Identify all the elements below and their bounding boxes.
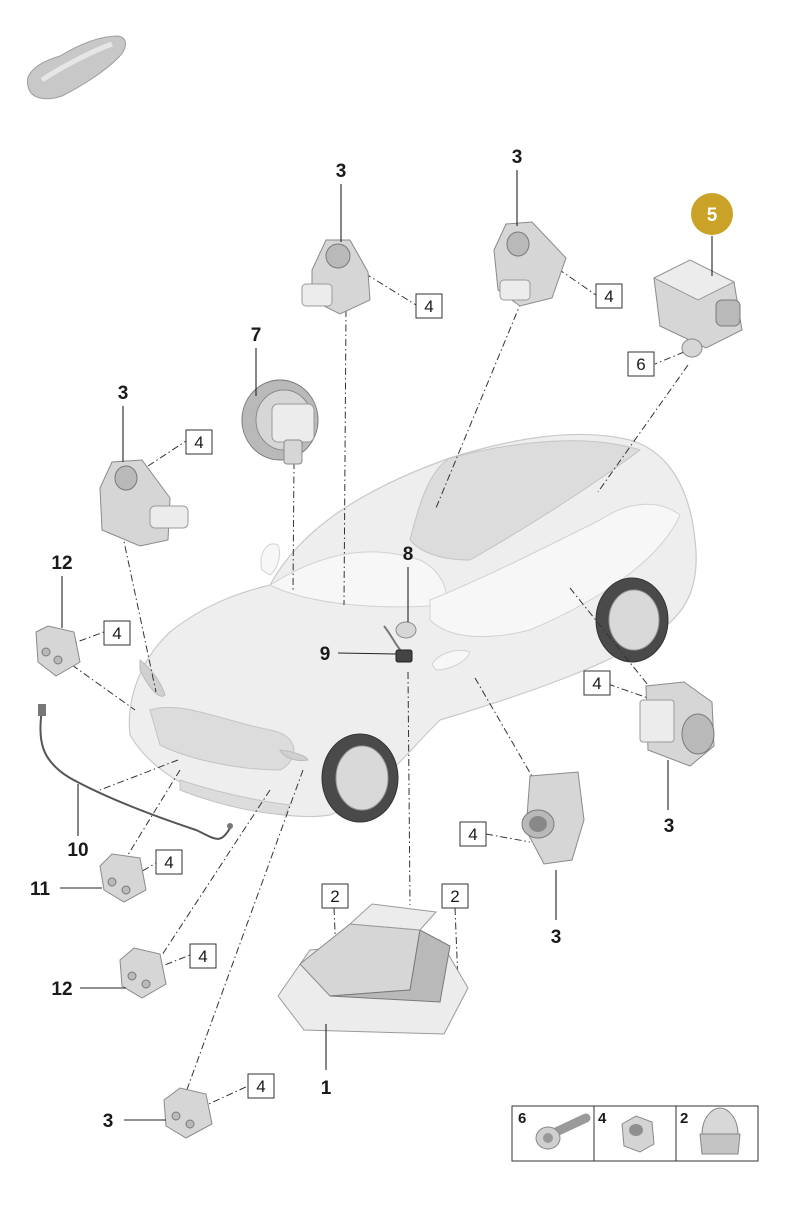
solid-leader-lines: [60, 170, 713, 1121]
callout-3-top-right: 3: [512, 147, 523, 168]
callout-3-bottom-left: 3: [103, 1111, 114, 1132]
cap-nut-icon: [699, 1107, 741, 1155]
callout-8: 8: [403, 544, 414, 565]
legend-number: 4: [598, 1110, 607, 1127]
sensor-illustration-top-right: [493, 221, 567, 307]
sensor-illustration-left: [99, 459, 189, 547]
sensor-illustration-top-center: [301, 239, 371, 315]
legend-number: 6: [518, 1110, 526, 1127]
boxed-label: 6: [627, 351, 655, 377]
sensor-illustration-12-upper: [35, 625, 81, 677]
hex-nut-icon: [621, 1115, 655, 1153]
callout-10: 10: [67, 840, 88, 861]
sensor-illustration-11: [99, 853, 147, 903]
boxed-label: 4: [583, 670, 611, 696]
boxed-label: 4: [459, 821, 487, 847]
svg-text:4: 4: [112, 624, 121, 643]
callout-3-right-lower: 3: [551, 927, 562, 948]
bolt-icon: [535, 1113, 591, 1150]
svg-text:2: 2: [330, 887, 339, 906]
callout-3-top-center: 3: [336, 161, 347, 182]
boxed-label: 4: [185, 429, 213, 455]
svg-text:6: 6: [636, 355, 645, 374]
svg-text:4: 4: [468, 825, 477, 844]
callout-12-lower: 12: [51, 979, 72, 1000]
boxed-label: 4: [103, 620, 131, 646]
control-unit-illustration: [277, 903, 469, 1035]
svg-text:2: 2: [450, 887, 459, 906]
boxed-label: 4: [155, 849, 183, 875]
sensor-illustration-right-lower: [521, 771, 585, 865]
svg-text:4: 4: [604, 287, 613, 306]
part-8-9-illustration: [383, 621, 417, 663]
callout-7: 7: [251, 325, 262, 346]
boxed-label: 4: [189, 943, 217, 969]
badge-5: 5: [691, 193, 733, 235]
boxed-label: 4: [415, 293, 443, 319]
boxed-labels: 4 4 6 4 4 4 4 4: [103, 283, 655, 1099]
callout-3-left: 3: [118, 383, 129, 404]
vehicle-thumbnail-icon: [26, 35, 126, 100]
badge-5-label: 5: [707, 205, 718, 226]
callout-9: 9: [320, 644, 331, 665]
part-7-illustration: [241, 379, 319, 465]
svg-text:4: 4: [198, 947, 207, 966]
boxed-label: 4: [247, 1073, 275, 1099]
svg-text:4: 4: [592, 674, 601, 693]
callout-11: 11: [30, 879, 51, 900]
boxed-label: 2: [441, 883, 469, 909]
boxed-label: 4: [595, 283, 623, 309]
callout-1: 1: [321, 1078, 332, 1099]
boxed-label: 2: [321, 883, 349, 909]
sensor-illustration-bottom-left: [163, 1087, 213, 1139]
sensor-illustration-12-lower: [119, 947, 167, 999]
callout-3-right-mid: 3: [664, 816, 675, 837]
part-5-illustration: [652, 259, 743, 358]
svg-text:4: 4: [424, 297, 433, 316]
svg-text:4: 4: [194, 433, 203, 452]
svg-text:4: 4: [256, 1077, 265, 1096]
legend-number: 2: [680, 1110, 688, 1127]
fastener-legend: 6 4 2: [511, 1105, 759, 1162]
wiring-harness: [38, 704, 233, 840]
sensor-illustration-right-mid: [639, 681, 715, 767]
badge-5-circle: [691, 193, 733, 235]
svg-text:4: 4: [164, 853, 173, 872]
callout-numbers: 3 3 7 3 8 12 9 3 10 11 3 12 1 3: [30, 147, 674, 1132]
callout-12-upper: 12: [51, 553, 72, 574]
